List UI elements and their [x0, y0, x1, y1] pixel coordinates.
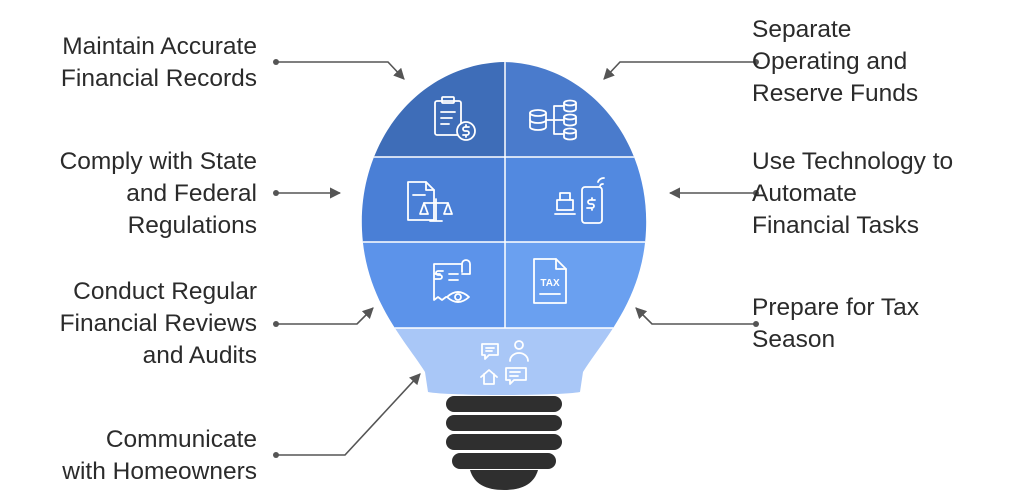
segment-automate — [505, 157, 647, 242]
database-transfer-icon — [529, 99, 577, 141]
connector-reserve — [603, 59, 759, 80]
bulb-base — [446, 396, 562, 490]
segment-records — [361, 62, 505, 157]
clipboard-dollar-icon — [434, 96, 476, 141]
connector-tax — [635, 307, 759, 327]
segment-audits — [361, 242, 505, 328]
label-audits: Conduct Regular Financial Reviews and Au… — [59, 278, 257, 369]
community-chat-icon — [480, 340, 529, 385]
document-scale-icon — [407, 181, 453, 222]
connector-records — [273, 59, 405, 80]
connector-communicate — [273, 373, 421, 458]
connector-audits — [273, 307, 374, 327]
receipt-eye-icon — [433, 259, 471, 303]
connector-comply — [273, 187, 342, 199]
label-reserve: Separate Operating and Reserve Funds — [752, 16, 919, 107]
phone-payment-icon — [554, 177, 605, 224]
tax-icon-text: TAX — [540, 278, 560, 289]
label-communicate: Communicate with Homeowners — [62, 426, 257, 485]
connector-automate — [668, 187, 759, 199]
segment-comply — [361, 157, 505, 242]
label-tax: Prepare for Tax Season — [752, 294, 920, 353]
segment-reserve — [505, 62, 647, 157]
tax-document-icon — [533, 258, 567, 304]
bulb-glass — [361, 62, 647, 372]
segment-tax — [505, 242, 647, 328]
label-records: Maintain Accurate Financial Records — [60, 33, 257, 92]
label-automate: Use Technology to Automate Financial Tas… — [752, 148, 954, 239]
label-comply: Comply with State and Federal Regulation… — [59, 148, 257, 239]
